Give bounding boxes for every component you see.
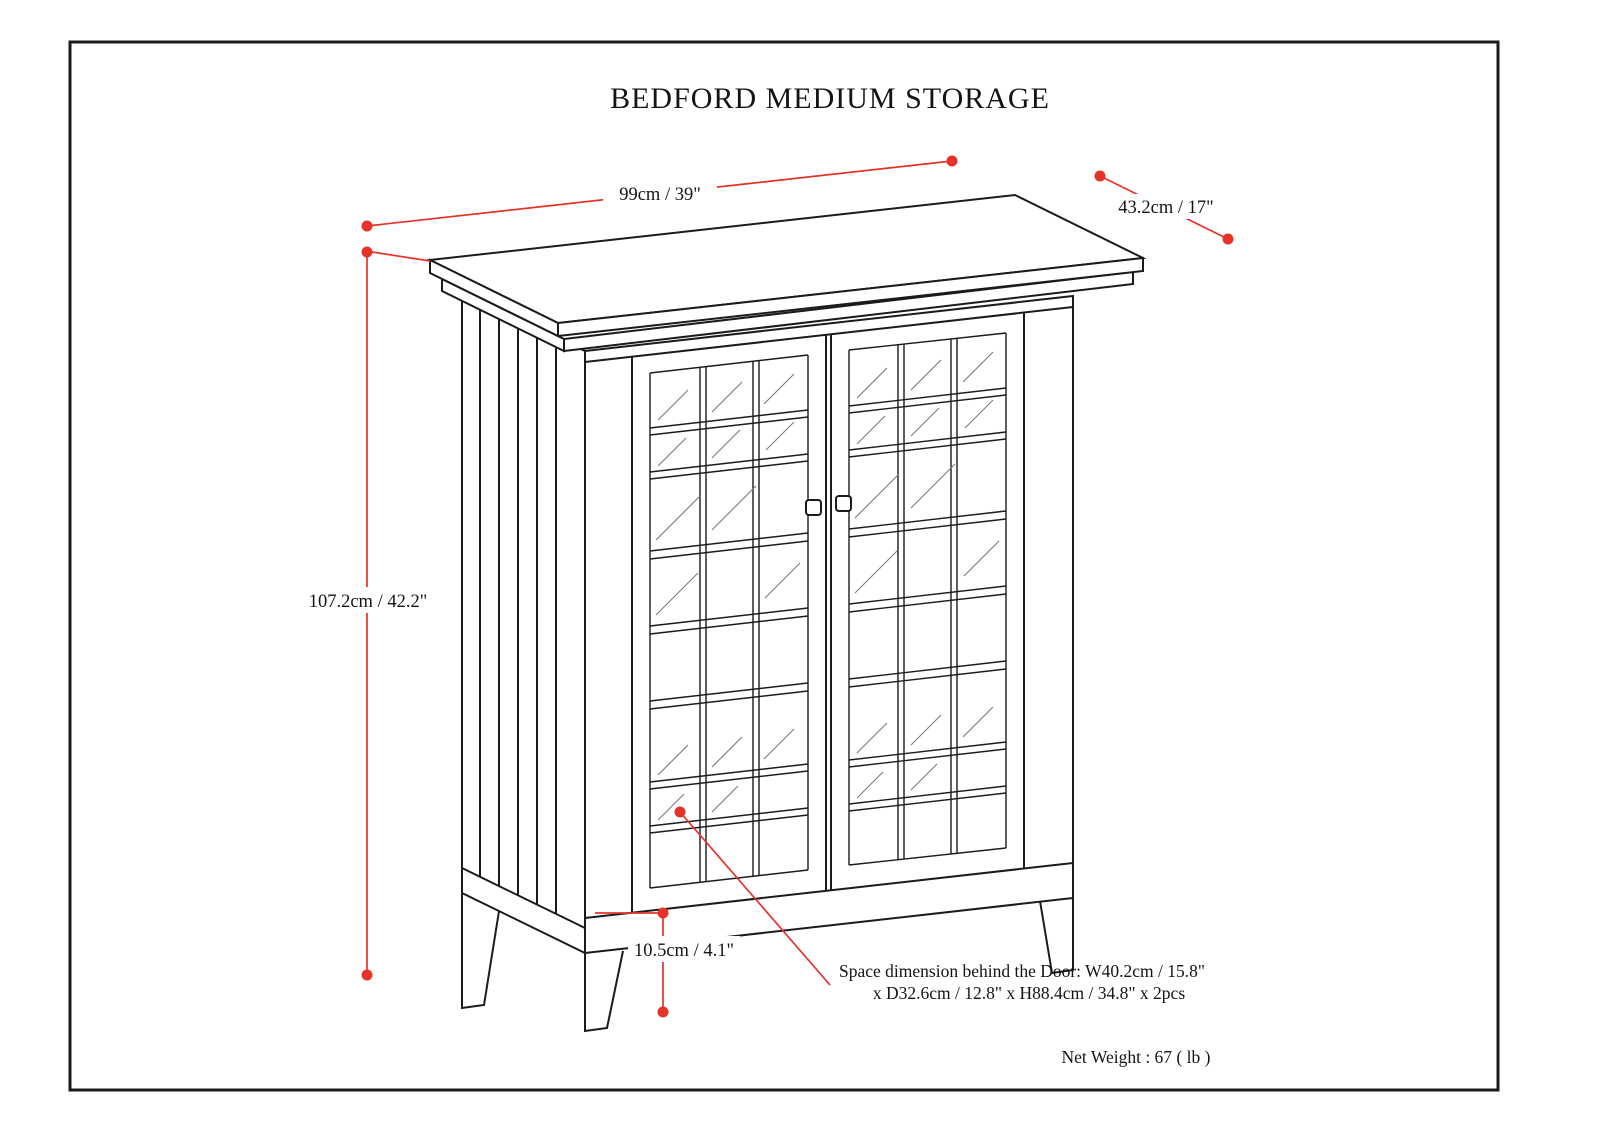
dimension-height: 107.2cm / 42.2" xyxy=(296,246,439,981)
left-door-handle xyxy=(805,499,822,516)
dimension-endpoint-dot xyxy=(946,155,958,167)
dimension-depth: 43.2cm / 17" xyxy=(1094,170,1234,245)
door-space-note-line1: Space dimension behind the Door: W40.2cm… xyxy=(839,961,1205,981)
door-mullions xyxy=(649,338,1007,882)
leader-line xyxy=(679,811,831,986)
cabinet-shelves xyxy=(649,510,1007,710)
dimension-endpoint-dot xyxy=(657,1006,669,1018)
dimension-endpoint-dot xyxy=(657,907,669,919)
width-dimension-label: 99cm / 39" xyxy=(619,185,701,205)
cabinet-side-panel xyxy=(461,289,586,955)
dimension-endpoint-dot xyxy=(361,220,373,232)
label-backplate xyxy=(296,587,439,613)
glass-reflections xyxy=(655,351,1000,821)
frame-border xyxy=(68,40,1500,1092)
label-backplate xyxy=(1106,194,1226,219)
dimension-endpoint-dot xyxy=(1222,233,1234,245)
door-space-note: Space dimension behind the Door: W40.2cm… xyxy=(839,961,1205,1003)
door-space-leader xyxy=(674,806,831,986)
depth-dimension-label: 43.2cm / 17" xyxy=(1118,198,1213,218)
dimension-endpoint-dot xyxy=(1094,170,1106,182)
height-dimension-label: 107.2cm / 42.2" xyxy=(309,592,428,612)
cabinet-top xyxy=(426,193,1147,353)
label-backplate xyxy=(603,181,717,206)
net-weight-note: Net Weight : 67 ( lb ) xyxy=(1062,1047,1211,1067)
page-title: BEDFORD MEDIUM STORAGE xyxy=(610,82,1050,115)
label-backplate xyxy=(628,936,740,962)
dimension-leg-height: 10.5cm / 4.1" xyxy=(595,907,740,1018)
door-glass-frames xyxy=(649,332,1007,889)
door-space-note-line2: x D32.6cm / 12.8" x H88.4cm / 34.8" x 2p… xyxy=(873,983,1185,1003)
door-handles xyxy=(805,495,852,516)
leg-height-dimension-label: 10.5cm / 4.1" xyxy=(634,941,734,961)
dimension-endpoint-dot xyxy=(361,246,373,258)
dimension-width: 99cm / 39" xyxy=(361,155,958,232)
dimension-connector xyxy=(371,251,431,262)
right-door-handle xyxy=(835,495,852,512)
dimension-endpoint-dot xyxy=(361,969,373,981)
cabinet-drawing xyxy=(426,193,1147,1033)
leader-dot xyxy=(674,806,686,818)
cabinet-legs xyxy=(461,893,1074,1033)
